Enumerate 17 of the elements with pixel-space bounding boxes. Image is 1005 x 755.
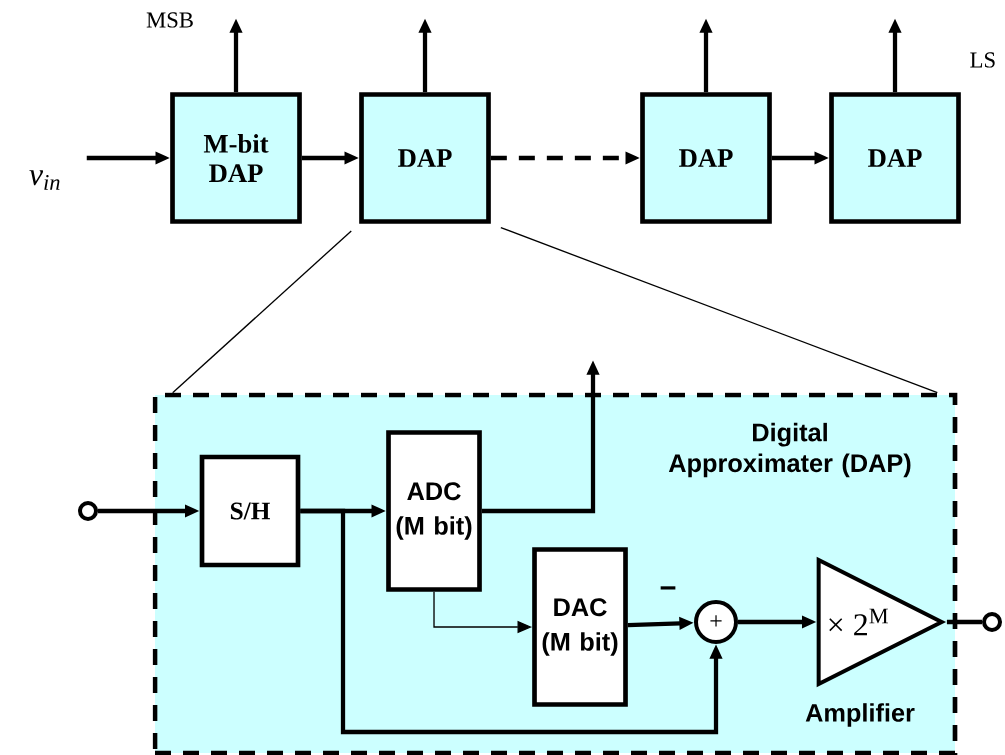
caption-text: Amplifier	[805, 703, 915, 727]
bit-label: LS	[970, 52, 995, 68]
signal-label: v$_{in}$	[29, 170, 60, 190]
terminal-circle	[982, 612, 1002, 632]
connector-line	[946, 619, 982, 625]
terminal-circle	[78, 501, 98, 521]
connector-line	[500, 226, 938, 394]
edge-label: −	[660, 586, 676, 590]
process-box: DAP	[359, 92, 491, 224]
connector-line	[172, 230, 352, 394]
process-box: M-bit DAP	[170, 92, 302, 224]
process-box: DAP	[829, 92, 961, 224]
bit-label: MSB	[146, 12, 193, 28]
process-box: DAC (M bit)	[532, 547, 628, 707]
process-box: DAP	[640, 92, 772, 224]
process-box: S/H	[199, 454, 301, 568]
process-box: ADC (M bit)	[386, 430, 482, 592]
